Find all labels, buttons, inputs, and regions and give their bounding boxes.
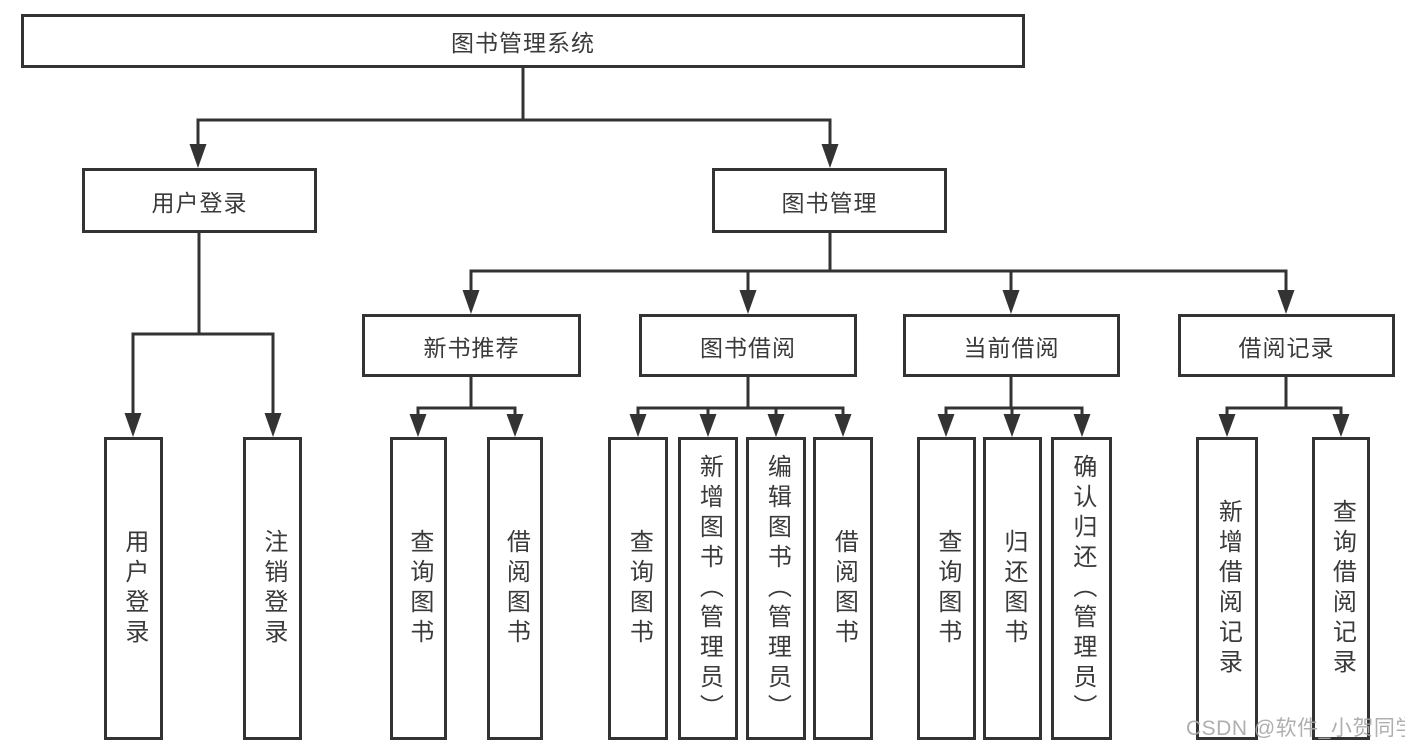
leaf-logout: 注销登录 xyxy=(243,437,302,740)
node-root-label: 图书管理系统 xyxy=(451,30,595,56)
node-book-management-label: 图书管理 xyxy=(781,189,878,216)
leaf-return-books: 归还图书 xyxy=(983,437,1042,740)
connector-book-management-to-level3 xyxy=(462,233,1295,314)
node-new-book-recommend-label: 新书推荐 xyxy=(423,334,520,361)
leaf-confirm-return-admin-label: 确认归还（管理员） xyxy=(1068,453,1096,724)
node-book-management: 图书管理 xyxy=(712,168,947,233)
node-borrowing-records-label: 借阅记录 xyxy=(1238,334,1335,361)
leaf-add-borrow-record: 新增借阅记录 xyxy=(1196,437,1258,740)
leaf-query-borrow-record-label: 查询借阅记录 xyxy=(1328,498,1356,679)
leaf-current-query-books: 查询图书 xyxy=(917,437,976,740)
leaf-recommend-borrow-books-label: 借阅图书 xyxy=(502,528,530,649)
leaf-borrowing-query-books-label: 查询图书 xyxy=(625,528,653,649)
leaf-user-login-label: 用户登录 xyxy=(120,528,148,649)
node-borrowing-records: 借阅记录 xyxy=(1178,314,1395,377)
leaf-confirm-return-admin: 确认归还（管理员） xyxy=(1051,437,1112,740)
leaf-current-query-books-label: 查询图书 xyxy=(933,528,961,649)
leaf-logout-label: 注销登录 xyxy=(259,528,287,649)
node-new-book-recommend: 新书推荐 xyxy=(362,314,581,377)
connector-book-borrowing-to-leaves xyxy=(629,377,852,437)
leaf-borrowing-query-books: 查询图书 xyxy=(608,437,668,740)
node-user-login: 用户登录 xyxy=(82,168,317,233)
node-root-system: 图书管理系统 xyxy=(21,14,1025,68)
leaf-borrowing-borrow-books: 借阅图书 xyxy=(813,437,873,740)
leaf-recommend-query-books: 查询图书 xyxy=(390,437,447,740)
leaf-recommend-borrow-books: 借阅图书 xyxy=(487,437,543,740)
leaf-add-books-admin: 新增图书（管理员） xyxy=(678,437,738,740)
csdn-watermark: CSDN @软件_小贺同学 xyxy=(1186,717,1405,740)
leaf-return-books-label: 归还图书 xyxy=(999,528,1027,649)
leaf-edit-books-admin: 编辑图书（管理员） xyxy=(746,437,806,740)
leaf-borrowing-borrow-books-label: 借阅图书 xyxy=(830,528,858,649)
leaf-add-borrow-record-label: 新增借阅记录 xyxy=(1214,498,1242,679)
node-current-borrowing-label: 当前借阅 xyxy=(963,334,1060,361)
connector-borrowing-records-to-leaves xyxy=(1218,377,1350,437)
connector-new-book-recommend-to-leaves xyxy=(409,377,524,437)
connector-user-login-to-leaves xyxy=(124,233,282,437)
leaf-query-borrow-record: 查询借阅记录 xyxy=(1312,437,1370,740)
node-book-borrowing: 图书借阅 xyxy=(639,314,857,377)
node-user-login-label: 用户登录 xyxy=(151,189,248,216)
connector-current-borrowing-to-leaves xyxy=(937,377,1091,437)
connector-root-to-level2 xyxy=(189,68,839,168)
leaf-edit-books-admin-label: 编辑图书（管理员） xyxy=(763,453,791,724)
leaf-recommend-query-books-label: 查询图书 xyxy=(405,528,433,649)
node-current-borrowing: 当前借阅 xyxy=(903,314,1120,377)
leaf-user-login: 用户登录 xyxy=(104,437,163,740)
leaf-add-books-admin-label: 新增图书（管理员） xyxy=(695,453,723,724)
node-book-borrowing-label: 图书借阅 xyxy=(700,334,796,361)
